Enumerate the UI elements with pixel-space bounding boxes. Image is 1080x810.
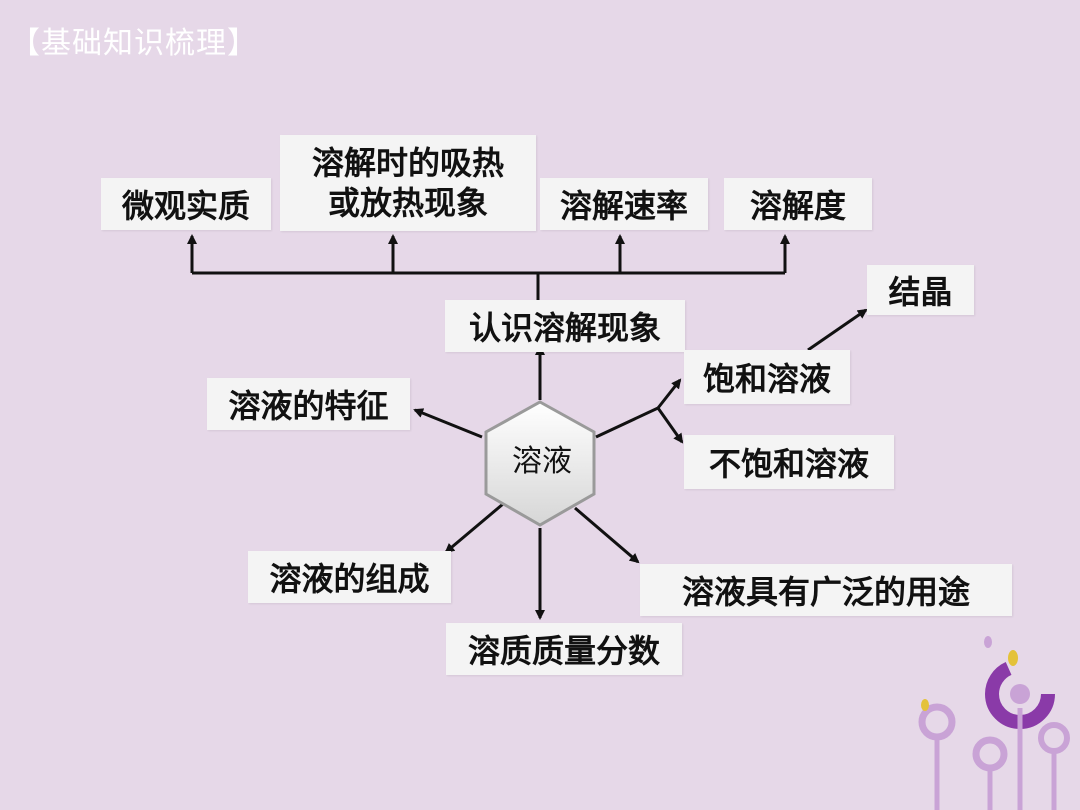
- center-label: 溶液: [512, 444, 572, 479]
- node-solution-composition: 溶液的组成: [248, 551, 451, 603]
- node-heat-phenomenon: 溶解时的吸热 或放热现象: [280, 135, 536, 231]
- node-micro-essence: 微观实质: [101, 178, 271, 230]
- node-mass-fraction: 溶质质量分数: [446, 623, 682, 675]
- center-hexagon: [484, 400, 596, 527]
- node-saturated-solution: 饱和溶液: [684, 350, 850, 404]
- node-crystallization: 结晶: [867, 265, 974, 315]
- node-solubility: 溶解度: [724, 178, 872, 230]
- section-header: 【基础知识梳理】: [10, 26, 258, 61]
- node-unsaturated-solution: 不饱和溶液: [684, 435, 894, 489]
- node-dissolution-rate: 溶解速率: [540, 178, 708, 230]
- node-solution-features: 溶液的特征: [207, 378, 410, 430]
- decoration-icon: [918, 636, 1070, 810]
- node-recognize-dissolution: 认识溶解现象: [445, 300, 685, 352]
- node-solution-uses: 溶液具有广泛的用途: [640, 564, 1012, 616]
